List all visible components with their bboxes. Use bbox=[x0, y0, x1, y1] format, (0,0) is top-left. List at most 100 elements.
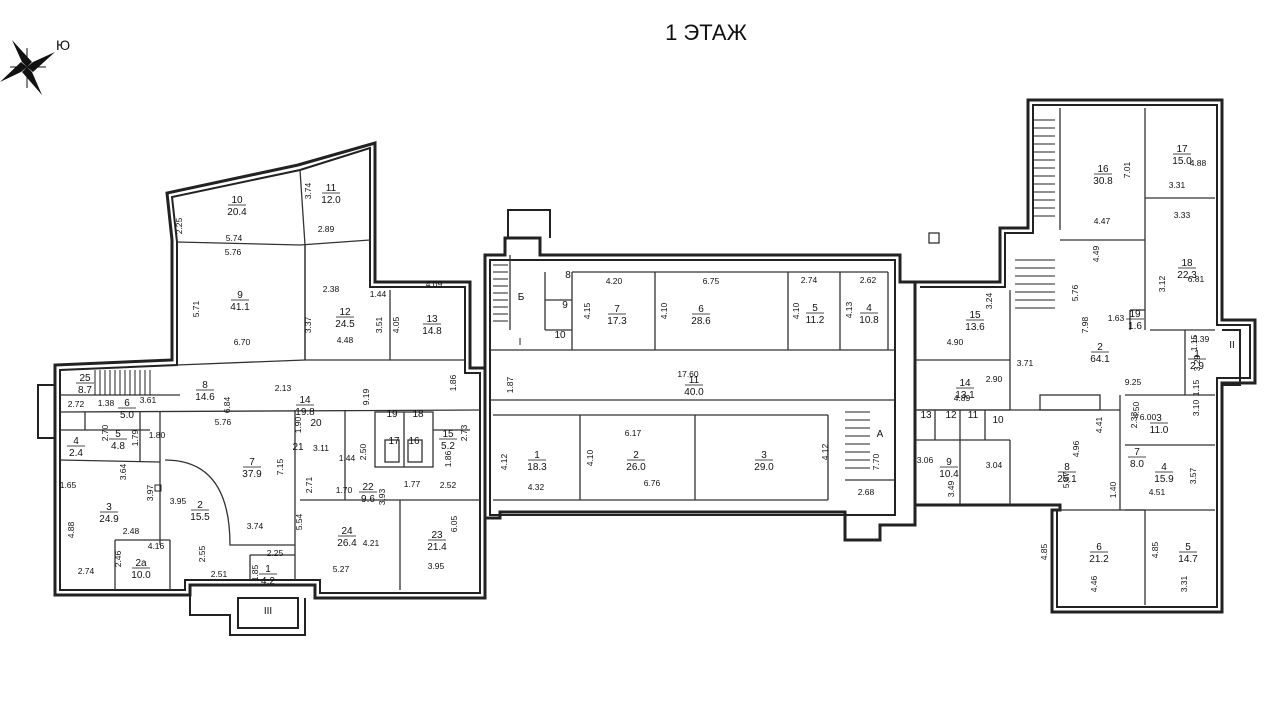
dimension-label: 6.00 bbox=[1140, 412, 1157, 422]
dimension-label: 1.90 bbox=[293, 416, 303, 433]
room-number: 1 bbox=[534, 450, 540, 461]
dimension-label: 3.74 bbox=[247, 521, 264, 531]
room-number: 22 bbox=[362, 482, 374, 493]
room-area: 37.9 bbox=[242, 469, 262, 480]
dimension-label: 7.70 bbox=[871, 453, 881, 470]
room-number: 1 bbox=[1194, 349, 1200, 360]
room-number: 4 bbox=[1161, 462, 1167, 473]
room-number: 2 bbox=[197, 500, 203, 511]
dimension-label: 2.48 bbox=[123, 526, 140, 536]
dimension-label: 4.96 bbox=[1071, 440, 1081, 457]
room-4: 410.8 bbox=[859, 303, 879, 326]
room-area: 30.8 bbox=[1093, 176, 1113, 187]
dimension-label: 2.52 bbox=[440, 480, 457, 490]
room-area: 14.6 bbox=[195, 392, 215, 403]
room-number: 13 bbox=[920, 410, 932, 421]
room-area: 4.2 bbox=[261, 576, 275, 587]
dimension-label: 3.57 bbox=[1188, 467, 1198, 484]
room-8: 8 bbox=[565, 270, 571, 281]
dimension-label: 1.40 bbox=[1108, 481, 1118, 498]
dimension-label: 9.19 bbox=[361, 388, 371, 405]
room-1: 118.3 bbox=[527, 450, 547, 473]
room-number: 14 bbox=[299, 395, 311, 406]
room-6: 65.0 bbox=[118, 398, 136, 421]
room-area: 19.8 bbox=[295, 407, 315, 418]
room-number: 6 bbox=[698, 304, 704, 315]
room-6: 628.6 bbox=[691, 304, 711, 327]
room-7: 78.0 bbox=[1128, 447, 1146, 470]
room-area: 15.0 bbox=[1172, 156, 1192, 167]
room-number: 3 bbox=[761, 450, 767, 461]
dimension-label: 4.21 bbox=[363, 538, 380, 548]
middle-stair-b bbox=[493, 264, 508, 322]
dimension-label: 1.15 bbox=[1189, 334, 1199, 351]
dimension-label: 4.49 bbox=[1091, 245, 1101, 262]
room-number: 20 bbox=[310, 418, 322, 429]
dimension-label: 2.68 bbox=[858, 487, 875, 497]
room-16: 16 bbox=[408, 436, 420, 447]
dimension-label: 4.13 bbox=[844, 301, 854, 318]
room-21: 21 bbox=[292, 442, 304, 453]
room-area: 13.6 bbox=[965, 322, 985, 333]
dimension-label: 4.85 bbox=[1150, 541, 1160, 558]
room-25: 258.7 bbox=[76, 373, 94, 396]
dimension-label: 6.05 bbox=[449, 515, 459, 532]
dimension-label: 3.74 bbox=[303, 182, 313, 199]
room-3: 324.9 bbox=[99, 502, 119, 525]
room-area: 28.6 bbox=[691, 316, 711, 327]
room-7: 737.9 bbox=[242, 457, 262, 480]
room-number: 1 bbox=[265, 564, 271, 575]
marker-b: Б bbox=[518, 292, 525, 303]
dimension-label: 2.73 bbox=[459, 424, 469, 441]
room-number: 16 bbox=[1097, 164, 1109, 175]
room-area: 21.4 bbox=[427, 542, 447, 553]
room-number: 12 bbox=[339, 307, 351, 318]
dimension-label: 17.60 bbox=[677, 369, 699, 379]
room-19: 19 bbox=[386, 409, 398, 420]
room-area: 11.2 bbox=[806, 315, 825, 326]
dimension-label: 4.05 bbox=[391, 316, 401, 333]
room-number: 25 bbox=[79, 373, 91, 384]
room-12: 12 bbox=[945, 410, 957, 421]
room-number: 9 bbox=[237, 290, 243, 301]
room-number: 3 bbox=[1156, 413, 1162, 424]
room-3: 329.0 bbox=[754, 450, 774, 473]
dimension-label: 6.75 bbox=[703, 276, 720, 286]
room-number: 11 bbox=[326, 183, 337, 194]
dimension-label: 6.84 bbox=[222, 396, 232, 413]
dimension-label: 2.13 bbox=[275, 383, 292, 393]
room-number: 10 bbox=[231, 195, 243, 206]
room-area: 2.4 bbox=[69, 448, 83, 459]
room-5: 54.8 bbox=[109, 429, 127, 452]
room-number: 8 bbox=[1064, 462, 1070, 473]
compass-label: Ю bbox=[56, 37, 70, 53]
room-number: 4 bbox=[866, 303, 872, 314]
dimension-label: 2.51 bbox=[211, 569, 228, 579]
dimension-label: 3.10 bbox=[1191, 399, 1201, 416]
room-number: 6 bbox=[124, 398, 130, 409]
room-2: 264.1 bbox=[1090, 342, 1110, 365]
dimension-label: 1.15 bbox=[1191, 379, 1201, 396]
room-area: 9.6 bbox=[361, 494, 375, 505]
room-5: 514.7 bbox=[1178, 542, 1198, 565]
dimension-label: 3.12 bbox=[1157, 275, 1167, 292]
left-stair bbox=[94, 370, 151, 395]
left-wing-walls bbox=[37, 141, 487, 636]
dimension-label: 3.61 bbox=[140, 395, 157, 405]
room-number: 2 bbox=[633, 450, 639, 461]
room-number: 10 bbox=[554, 330, 566, 341]
room-area: 8.0 bbox=[1130, 459, 1144, 470]
dimension-label: 3.24 bbox=[984, 292, 994, 309]
room-area: 5.2 bbox=[441, 441, 455, 452]
room-3: 311.0 bbox=[1150, 413, 1169, 436]
dimension-label: 2.33 bbox=[1129, 411, 1139, 428]
dimension-label: 1.86 bbox=[448, 374, 458, 391]
dimension-label: 2.74 bbox=[801, 275, 818, 285]
